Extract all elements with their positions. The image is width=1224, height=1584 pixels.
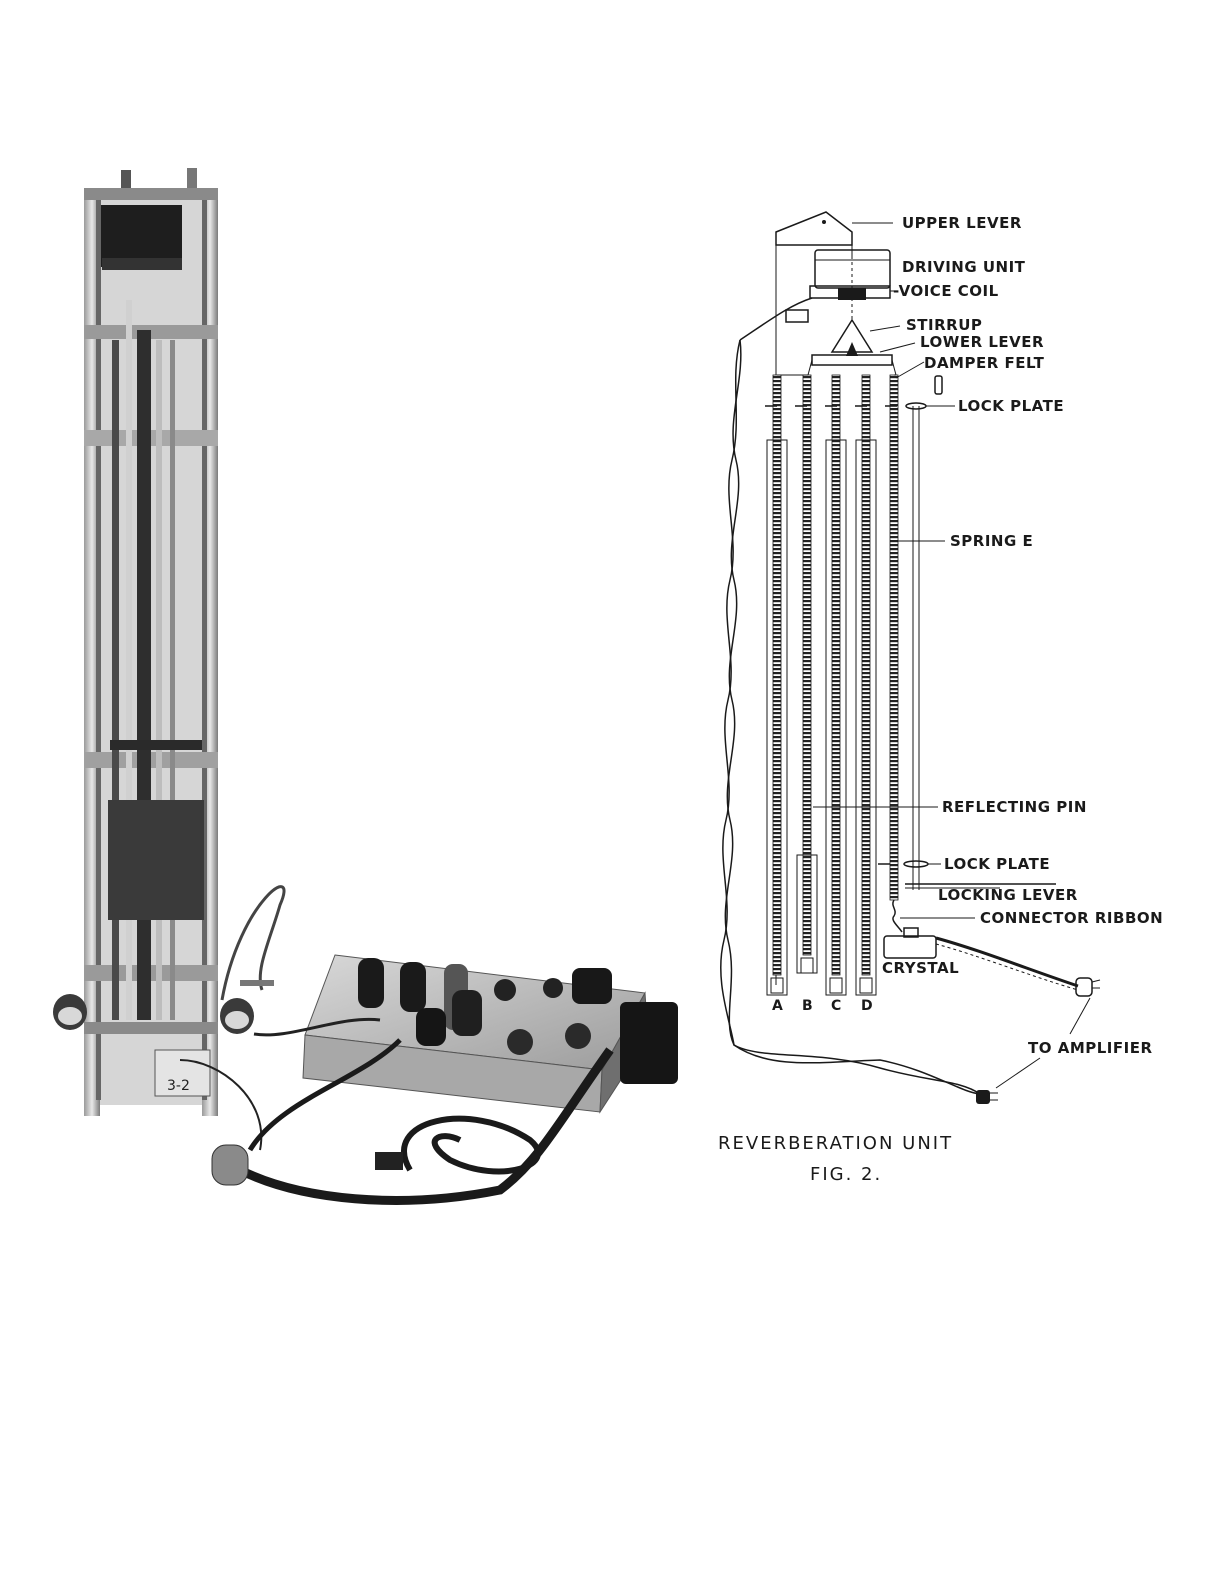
spring-b-coil xyxy=(803,375,811,955)
spring-a xyxy=(767,375,787,995)
leader-amplifier-1 xyxy=(1070,998,1090,1034)
leader-stirrup xyxy=(870,326,900,331)
label-driving-unit: DRIVING UNIT xyxy=(902,258,1026,276)
label-crystal: CRYSTAL xyxy=(882,959,959,977)
lower-lever-link-left xyxy=(808,360,812,375)
crystal xyxy=(884,936,936,958)
label-voice-coil: -VOICE COIL xyxy=(893,282,999,300)
lower-lever xyxy=(812,355,892,365)
caption-title: REVERBERATION UNIT xyxy=(718,1133,953,1154)
spring-c-coil xyxy=(832,375,840,975)
amp-plug xyxy=(1076,978,1092,996)
connector-ribbon xyxy=(893,900,902,932)
lower-lever-pivot xyxy=(846,342,858,356)
leader-damper-felt xyxy=(896,362,924,378)
upper-lever xyxy=(776,212,852,245)
label-connector-ribbon: CONNECTOR RIBBON xyxy=(980,909,1163,927)
spring-a-foot xyxy=(771,978,783,993)
label-lock-plate-top: LOCK PLATE xyxy=(958,397,1064,415)
damper-felt xyxy=(935,376,942,394)
lock-plate-bottom-washer xyxy=(904,861,928,867)
spring-c xyxy=(826,375,846,995)
voice-coil-core xyxy=(838,288,866,300)
spring-d xyxy=(856,375,876,995)
spring-letter-a: A xyxy=(772,998,783,1014)
amp-plug-prong-1 xyxy=(1092,980,1100,982)
spring-b-foot xyxy=(801,958,813,973)
label-to-amplifier: TO AMPLIFIER xyxy=(1028,1039,1153,1057)
spring-e xyxy=(890,375,898,900)
lead-clip xyxy=(786,310,808,322)
spring-e-coil xyxy=(890,375,898,900)
label-reflecting-pin: REFLECTING PIN xyxy=(942,798,1087,816)
spring-c-foot xyxy=(830,978,842,993)
label-spring-e: SPRING E xyxy=(950,532,1033,550)
upper-lever-pivot xyxy=(822,220,826,224)
spring-a-coil xyxy=(773,375,781,975)
lock-plate-top xyxy=(765,403,926,409)
label-lock-plate-bottom: LOCK PLATE xyxy=(944,855,1050,873)
lower-lever-link-right xyxy=(892,360,896,375)
power-plug xyxy=(976,1090,990,1104)
label-lower-lever: LOWER LEVER xyxy=(920,333,1044,351)
twisted-pair-b xyxy=(725,340,980,1094)
spring-letter-b: B xyxy=(802,998,813,1014)
leader-amplifier-2 xyxy=(996,1058,1040,1088)
spring-d-foot xyxy=(860,978,872,993)
lock-plate-top-washer xyxy=(906,403,926,409)
caption-figure: FIG. 2. xyxy=(810,1164,882,1185)
spring-letter-d: D xyxy=(861,998,873,1014)
label-upper-lever: UPPER LEVER xyxy=(902,214,1022,232)
label-stirrup: STIRRUP xyxy=(906,316,982,334)
leader-lower-lever xyxy=(880,343,915,352)
spring-letter-c: C xyxy=(831,998,841,1014)
label-damper-felt: DAMPER FELT xyxy=(924,354,1045,372)
spring-d-coil xyxy=(862,375,870,975)
twisted-pair-a xyxy=(721,340,980,1094)
label-locking-lever: LOCKING LEVER xyxy=(938,886,1078,904)
spring-b xyxy=(797,375,817,973)
